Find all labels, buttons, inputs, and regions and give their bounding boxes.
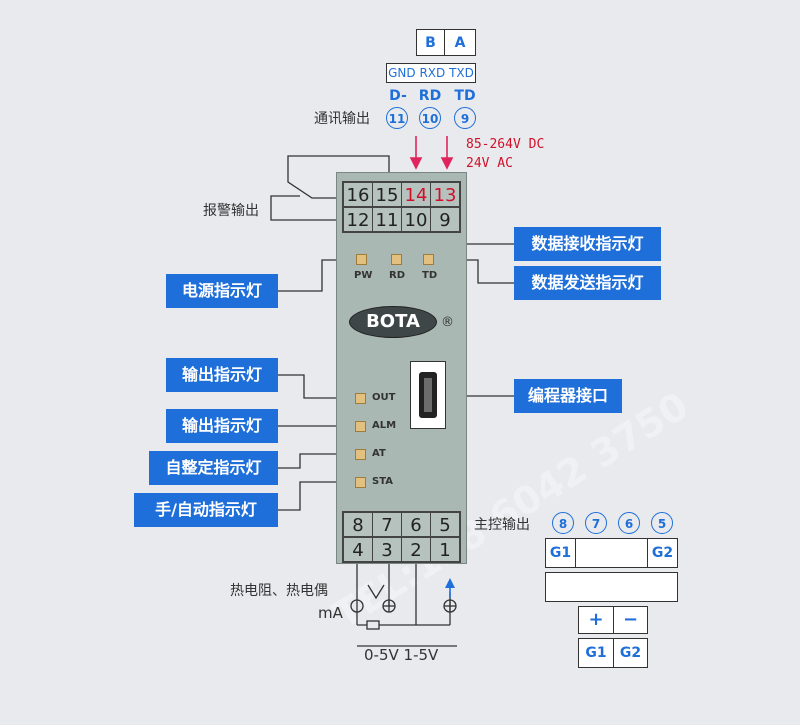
- terminal-8: 8: [343, 512, 373, 537]
- main-output-g2-top: G2: [647, 538, 678, 568]
- main-output-g2-bottom: G2: [613, 638, 648, 668]
- callout-autotune: 自整定指示灯: [149, 451, 278, 485]
- power-spec-line1: 85-264V DC: [466, 137, 545, 152]
- comm-output-label: 通讯输出: [314, 111, 370, 127]
- led-label-out: OUT: [372, 392, 396, 403]
- led-pw: [356, 254, 367, 265]
- callout-power: 电源指示灯: [166, 274, 278, 308]
- comm-cell-a: A: [444, 29, 476, 56]
- input-wiring: [350, 564, 457, 647]
- terminal-block-bottom: 8 7 6 5 4 3 2 1: [342, 511, 461, 563]
- pin-circle-9: 9: [454, 107, 476, 129]
- controller-module: 16 15 14 13 12 11 10 9 PW RD TD BOTA ® O…: [336, 172, 467, 564]
- led-label-alm: ALM: [372, 420, 397, 431]
- callout-data-receive: 数据接收指示灯: [514, 227, 661, 261]
- led-label-pw: PW: [354, 270, 373, 281]
- terminal-3: 3: [372, 537, 402, 562]
- comm-cell-b: B: [416, 29, 445, 56]
- terminal-13: 13: [430, 182, 460, 207]
- terminal-1: 1: [430, 537, 460, 562]
- callout-programmer: 编程器接口: [514, 379, 622, 413]
- programmer-port[interactable]: [410, 361, 446, 429]
- main-pin-6: 6: [618, 512, 640, 534]
- pin-label-d: D-: [389, 88, 407, 104]
- terminal-16: 16: [343, 182, 373, 207]
- led-out: [355, 393, 366, 404]
- main-output-relay-box: [545, 572, 678, 602]
- led-label-rd: RD: [389, 270, 406, 281]
- led-label-td: TD: [422, 270, 438, 281]
- sensor-label: 热电阻、热电偶: [230, 583, 328, 599]
- pin-label-rd: RD: [418, 88, 442, 104]
- callout-output-2: 输出指示灯: [166, 409, 278, 443]
- main-output-g1-bottom: G1: [578, 638, 614, 668]
- pin-circle-10: 10: [419, 107, 441, 129]
- ma-label: mA: [318, 604, 343, 622]
- main-output-minus: −: [613, 606, 648, 634]
- main-output-plus: +: [578, 606, 614, 634]
- terminal-11: 11: [372, 207, 402, 232]
- registered-mark: ®: [441, 315, 454, 330]
- led-sta: [355, 477, 366, 488]
- alarm-output-label: 报警输出: [203, 203, 259, 219]
- callout-manual-auto: 手/自动指示灯: [134, 493, 278, 527]
- callout-data-send: 数据发送指示灯: [514, 266, 661, 300]
- terminal-9: 9: [430, 207, 460, 232]
- led-rd: [391, 254, 402, 265]
- terminal-block-top: 16 15 14 13 12 11 10 9: [342, 181, 461, 233]
- terminal-5: 5: [430, 512, 460, 537]
- terminal-12: 12: [343, 207, 373, 232]
- main-pin-8: 8: [552, 512, 574, 534]
- terminal-10: 10: [401, 207, 431, 232]
- brand-logo: BOTA: [349, 306, 437, 338]
- terminal-4: 4: [343, 537, 373, 562]
- pin-circle-11: 11: [386, 107, 408, 129]
- terminal-14: 14: [401, 182, 431, 207]
- input-arrow: [445, 578, 455, 588]
- alarm-wiring: [270, 155, 390, 221]
- terminal-6: 6: [401, 512, 431, 537]
- voltage-label: 0-5V 1-5V: [364, 646, 439, 664]
- led-label-at: AT: [372, 448, 386, 459]
- led-td: [423, 254, 434, 265]
- main-pin-5: 5: [651, 512, 673, 534]
- main-output-label: 主控输出: [474, 517, 530, 533]
- power-arrows: [409, 136, 454, 170]
- led-label-sta: STA: [372, 476, 393, 487]
- terminal-7: 7: [372, 512, 402, 537]
- main-pin-7: 7: [585, 512, 607, 534]
- led-at: [355, 449, 366, 460]
- main-output-g1-top: G1: [545, 538, 576, 568]
- callout-output-1: 输出指示灯: [166, 358, 278, 392]
- pin-label-td: TD: [454, 88, 476, 104]
- led-alm: [355, 421, 366, 432]
- terminal-15: 15: [372, 182, 402, 207]
- port-socket: [419, 372, 437, 418]
- comm-signal-row: GND RXD TXD: [386, 63, 476, 83]
- power-spec-line2: 24V AC: [466, 156, 513, 171]
- terminal-2: 2: [401, 537, 431, 562]
